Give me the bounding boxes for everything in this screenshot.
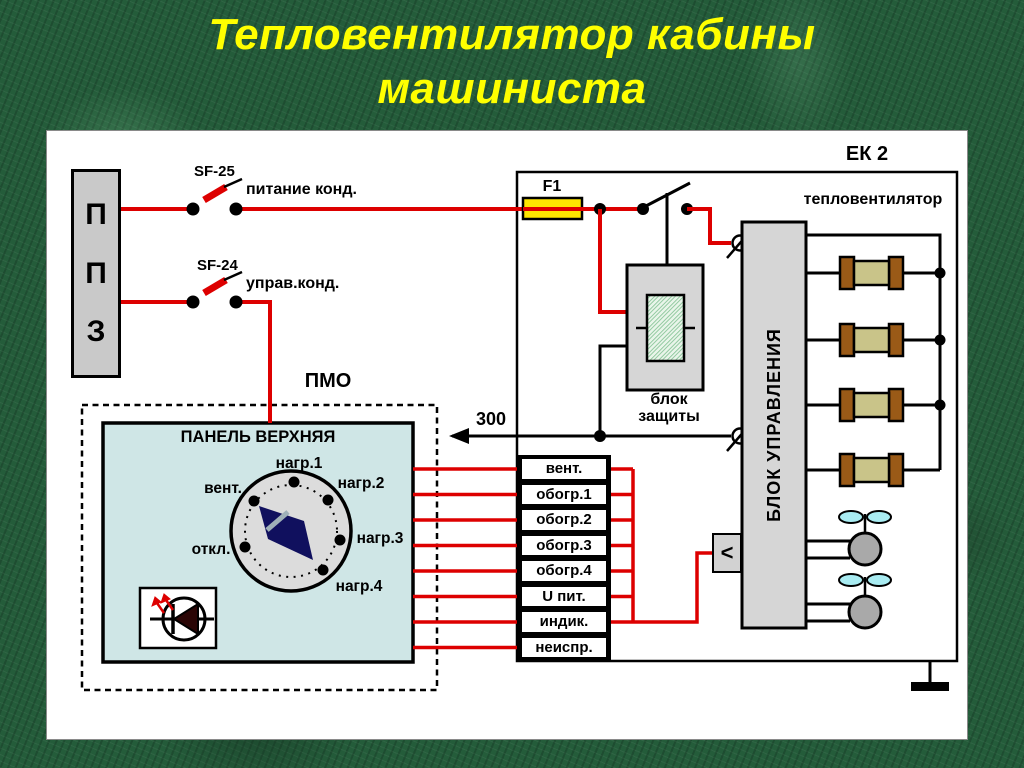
- rotary-pos-nagr3: нагр.3: [356, 530, 404, 547]
- resistor: [806, 255, 940, 291]
- fan-motor-icon: [806, 510, 892, 567]
- fuse-label: F1: [542, 178, 562, 195]
- signal-box: неиспр.: [522, 637, 606, 657]
- contactor-to-control-wire: [687, 207, 731, 245]
- signal-box: обогр.1: [522, 484, 606, 504]
- ppz-block: П П З: [71, 169, 121, 378]
- protection-unit-label: блок защиты: [638, 391, 700, 425]
- protection-block: [625, 263, 705, 392]
- control-unit-block: [740, 220, 808, 630]
- signal-box: обогр.3: [522, 535, 606, 555]
- fuse-to-protection-wire: [598, 209, 627, 314]
- pmo-label: ПМО: [304, 370, 352, 392]
- pmo-to-signal-wires: [413, 467, 517, 650]
- rotary-pos-vent: вент.: [204, 480, 242, 497]
- breaker-sf24-id: SF-24: [197, 257, 238, 274]
- rotary-pos-nagr4: нагр.4: [335, 578, 383, 595]
- ppz-letter: П: [85, 198, 107, 232]
- sf25-circuit-wire: [121, 177, 643, 221]
- breaker-sf24: [186, 270, 243, 309]
- signal-box: индик.: [522, 612, 606, 632]
- wire-300: [449, 428, 731, 444]
- fan-motor-icon: [806, 573, 892, 630]
- signal-box-column: вент. обогр.1 обогр.2 обогр.3 обогр.4 U …: [517, 455, 611, 661]
- slide-title: Тепловентилятор кабины машиниста: [0, 8, 1024, 115]
- slide-title-line1: Тепловентилятор кабины: [208, 10, 816, 59]
- ek2-enclosure: [515, 170, 959, 691]
- rotary-knob-pointer: [259, 506, 313, 560]
- protection-to-bus-wire: [598, 344, 627, 436]
- rotary-pos-nagr1: нагр.1: [275, 455, 323, 472]
- signal-box: обогр.4: [522, 561, 606, 581]
- signal-box: U пит.: [522, 586, 606, 606]
- signal-box: вент.: [522, 459, 606, 479]
- ppz-letter: П: [85, 256, 107, 290]
- led-diode-icon: [138, 586, 218, 650]
- rotary-pos-otkl: откл.: [191, 541, 231, 558]
- breaker-sf25-label: питание конд.: [246, 181, 357, 198]
- heater-resistors: [806, 233, 946, 488]
- control-unit-connector: <: [712, 533, 742, 573]
- arrow-left-icon: [449, 428, 469, 444]
- resistor: [806, 322, 940, 358]
- signal-to-control-bus: [611, 467, 713, 624]
- ek2-device-label: тепловентилятор: [803, 191, 943, 208]
- breaker-sf25: [186, 177, 243, 216]
- rotary-pos-nagr2: нагр.2: [337, 475, 385, 492]
- slide-title-line2: машиниста: [377, 63, 647, 113]
- ground-icon: [911, 661, 949, 691]
- wire-300-label: 300: [475, 409, 507, 429]
- pmo-dashed-border: [80, 403, 439, 692]
- resistor: [806, 452, 940, 488]
- control-unit-label: БЛОК УПРАВЛЕНИЯ: [764, 328, 784, 522]
- breaker-sf24-label: управ.конд.: [246, 275, 340, 292]
- resistor: [806, 387, 940, 423]
- signal-box: обогр.2: [522, 510, 606, 530]
- panel-title: ПАНЕЛЬ ВЕРХНЯЯ: [180, 428, 336, 446]
- sf24-circuit-wire: [121, 270, 272, 423]
- mode-rotary-switch: [229, 469, 353, 593]
- ppz-letter: З: [86, 314, 106, 348]
- ek2-title: ЕК 2: [845, 143, 889, 165]
- breaker-sf25-id: SF-25: [194, 163, 235, 180]
